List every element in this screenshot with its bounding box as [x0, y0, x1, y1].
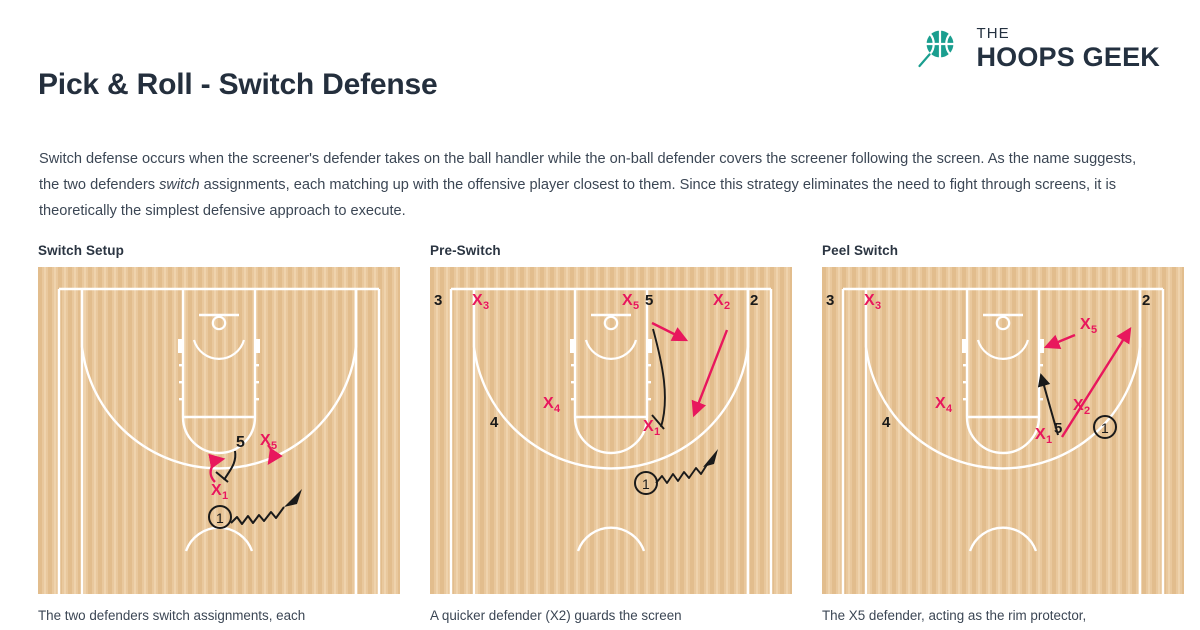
screen-tail — [651, 414, 665, 430]
panel-heading: Pre-Switch — [430, 243, 501, 258]
svg-text:1: 1 — [216, 510, 224, 526]
intro-paragraph: Switch defense occurs when the screener'… — [39, 146, 1157, 224]
marker-offense-5: 5 — [236, 434, 245, 451]
panel-heading: Peel Switch — [822, 243, 899, 258]
basketball-icon — [918, 28, 957, 68]
svg-text:4: 4 — [946, 403, 953, 415]
svg-text:1: 1 — [222, 490, 228, 502]
svg-text:X: X — [864, 292, 875, 309]
svg-text:X: X — [1073, 397, 1084, 414]
svg-text:5: 5 — [633, 300, 639, 312]
screen-tail — [215, 471, 229, 483]
marker-ball-handler-1: 1 — [1093, 415, 1117, 439]
marker-offense-3: 3 — [434, 292, 442, 309]
panel-pre-switch: Pre-Switch — [430, 243, 792, 626]
svg-text:X: X — [713, 292, 724, 309]
intro-text-part1: Switch defense occurs when the screener'… — [39, 151, 1137, 193]
court-svg: 3 X 3 X 5 5 X 2 — [430, 267, 792, 594]
svg-text:X: X — [211, 482, 222, 499]
brand-line-name: HOOPS GEEK — [976, 41, 1160, 72]
marker-offense-5: 5 — [645, 292, 653, 309]
panel-switch-setup: Switch Setup — [38, 243, 400, 626]
svg-text:X: X — [543, 395, 554, 412]
court-svg: 5 X 5 X 1 1 — [38, 267, 400, 594]
svg-text:X: X — [622, 292, 633, 309]
svg-text:X: X — [643, 418, 654, 435]
arrow-roll-5 — [1037, 373, 1059, 436]
marker-defense-x5: X 5 — [260, 432, 277, 452]
marker-offense-5: 5 — [1054, 420, 1062, 437]
panel-caption: A quicker defender (X2) guards the scree… — [430, 608, 682, 623]
svg-text:3: 3 — [875, 300, 881, 312]
marker-defense-x2: X 2 — [713, 292, 730, 312]
marker-defense-x1: X 1 — [643, 418, 660, 438]
court-diagram-peel-switch: 3 X 3 X 5 2 X 4 — [822, 267, 1184, 594]
arrow-x5 — [651, 321, 689, 342]
svg-text:5: 5 — [271, 440, 277, 452]
court-svg: 3 X 3 X 5 2 X 4 — [822, 267, 1184, 594]
dribble-path — [655, 462, 709, 484]
court-diagram-switch-setup: 5 X 5 X 1 1 — [38, 267, 400, 594]
svg-text:X: X — [260, 432, 271, 449]
marker-offense-2: 2 — [1142, 292, 1150, 309]
svg-text:X: X — [472, 292, 483, 309]
marker-ball-handler-1: 1 — [208, 505, 232, 529]
svg-text:1: 1 — [1101, 420, 1109, 436]
panel-heading: Switch Setup — [38, 243, 124, 258]
marker-offense-3: 3 — [826, 292, 834, 309]
svg-text:4: 4 — [554, 403, 561, 415]
marker-defense-x1: X 1 — [211, 482, 228, 502]
intro-text-part2: assignments, each matching up with the o… — [39, 177, 1117, 219]
marker-defense-x1: X 1 — [1035, 426, 1052, 446]
svg-text:3: 3 — [483, 300, 489, 312]
arrow-x5-rim — [1043, 333, 1076, 349]
marker-defense-x5: X 5 — [1080, 316, 1097, 336]
svg-text:X: X — [1035, 426, 1046, 443]
dribble-arrowhead — [703, 449, 718, 467]
dribble-arrowhead — [284, 489, 302, 507]
panel-caption: The X5 defender, acting as the rim prote… — [822, 608, 1087, 623]
marker-defense-x4: X 4 — [543, 395, 561, 415]
screen-path — [223, 450, 237, 481]
page-title: Pick & Roll - Switch Defense — [38, 68, 438, 101]
dribble-path — [230, 506, 285, 525]
arrow-x5-switch — [267, 444, 283, 465]
intro-emphasis: switch — [159, 177, 200, 193]
marker-defense-x5: X 5 — [622, 292, 639, 312]
court-diagram-pre-switch: 3 X 3 X 5 5 X 2 — [430, 267, 792, 594]
svg-text:5: 5 — [1091, 324, 1097, 336]
svg-text:1: 1 — [1046, 434, 1052, 446]
panel-peel-switch: Peel Switch — [822, 243, 1184, 626]
marker-offense-4: 4 — [882, 414, 891, 431]
marker-ball-handler-1: 1 — [634, 471, 658, 495]
marker-defense-x3: X 3 — [472, 292, 489, 312]
svg-text:1: 1 — [654, 426, 660, 438]
svg-text:2: 2 — [1084, 405, 1090, 417]
brand-logo[interactable]: THE HOOPS GEEK — [911, 22, 1160, 74]
brand-wordmark: THE HOOPS GEEK — [976, 26, 1160, 71]
arrow-x2 — [691, 329, 729, 418]
arrow-x2-recover — [1060, 326, 1132, 438]
diagram-panels: Switch Setup — [38, 243, 1184, 626]
marker-defense-x2: X 2 — [1073, 397, 1090, 417]
svg-text:2: 2 — [724, 300, 730, 312]
marker-offense-2: 2 — [750, 292, 758, 309]
brand-line-the: THE — [976, 24, 1010, 42]
panel-caption: The two defenders switch assignments, ea… — [38, 608, 306, 623]
marker-defense-x4: X 4 — [935, 395, 953, 415]
screen-path — [652, 328, 666, 428]
arrow-x1-switch — [208, 453, 226, 483]
svg-text:X: X — [935, 395, 946, 412]
marker-defense-x3: X 3 — [864, 292, 881, 312]
svg-text:X: X — [1080, 316, 1091, 333]
svg-text:1: 1 — [642, 476, 650, 492]
marker-offense-4: 4 — [490, 414, 499, 431]
